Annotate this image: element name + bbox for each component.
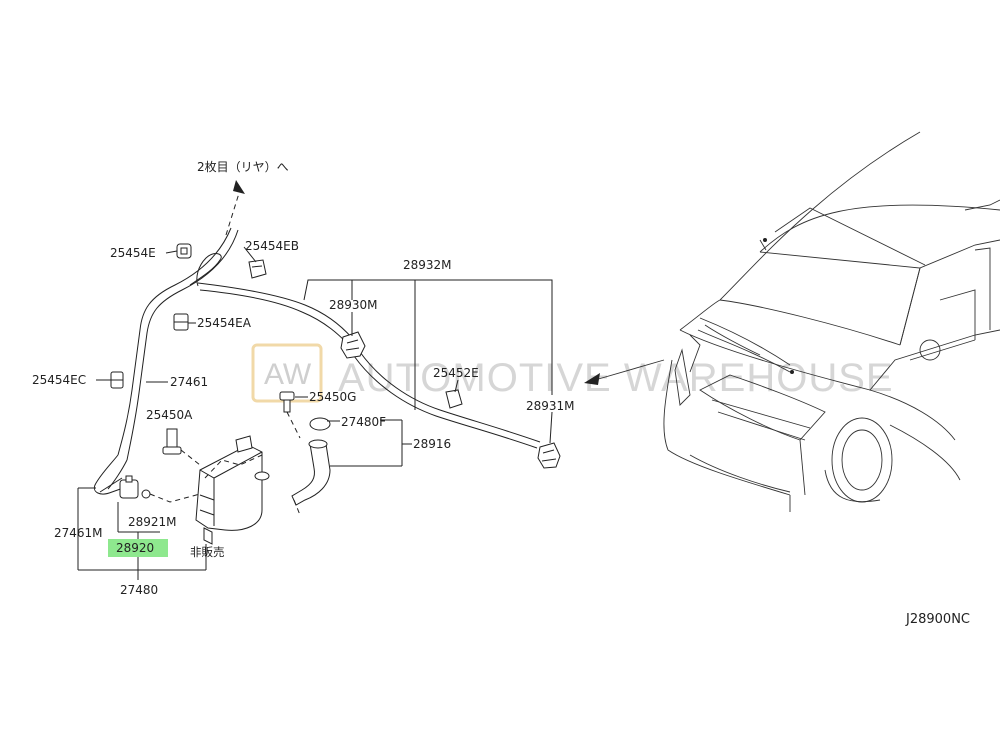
label-28932M[interactable]: 28932M xyxy=(403,258,452,272)
label-27480[interactable]: 27480 xyxy=(120,583,158,597)
diagram-code: J28900NC xyxy=(905,612,970,627)
clip-25454E xyxy=(176,243,192,259)
clip-25454EC xyxy=(110,371,124,389)
rear-note-label: 2枚目（リヤ）へ xyxy=(197,159,289,174)
label-25454EA[interactable]: 25454EA xyxy=(197,316,252,330)
bolt-25450A xyxy=(162,428,201,466)
washer-tank xyxy=(195,435,270,545)
label-27461M[interactable]: 27461M xyxy=(54,526,103,540)
label-25450G[interactable]: 25450G xyxy=(309,390,356,404)
label-27480F[interactable]: 27480F xyxy=(341,415,386,429)
pump-hose xyxy=(93,454,128,495)
clip-25452E xyxy=(445,389,463,409)
highlight-28920 xyxy=(108,539,168,557)
label-25450A[interactable]: 25450A xyxy=(146,408,193,422)
label-25454E[interactable]: 25454E xyxy=(110,246,156,260)
washer-hose-front xyxy=(353,351,541,449)
watermark-logo: AW xyxy=(264,358,312,391)
label-28931M[interactable]: 28931M xyxy=(526,399,575,413)
label-27461[interactable]: 27461 xyxy=(170,375,208,389)
nozzle-28931M xyxy=(537,442,561,469)
label-28921M[interactable]: 28921M xyxy=(128,515,177,529)
label-25454EC[interactable]: 25454EC xyxy=(32,373,86,387)
nozzle-28930M xyxy=(340,331,366,359)
label-28916[interactable]: 28916 xyxy=(413,437,451,451)
label-28930M[interactable]: 28930M xyxy=(329,298,378,312)
filler-neck xyxy=(291,417,331,506)
label-25452E[interactable]: 25452E xyxy=(433,366,479,380)
rear-arrow xyxy=(225,180,245,236)
watermark: AW AUTOMOTIVE WAREHOUSE xyxy=(251,343,894,403)
watermark-text: AUTOMOTIVE WAREHOUSE xyxy=(338,356,894,400)
not-sold-label: 非販売 xyxy=(190,545,225,559)
vehicle-illustration xyxy=(584,131,1000,512)
label-28920[interactable]: 28920 xyxy=(116,541,154,555)
clip-25454EB xyxy=(248,259,267,279)
label-25454EB[interactable]: 25454EB xyxy=(245,239,299,253)
bolt-25450G xyxy=(279,391,301,439)
leader-lines xyxy=(77,246,553,580)
clip-25454EA xyxy=(173,313,189,331)
installation-lines xyxy=(149,454,301,516)
washer-hose-main xyxy=(117,227,353,461)
washer-pump xyxy=(119,475,151,499)
